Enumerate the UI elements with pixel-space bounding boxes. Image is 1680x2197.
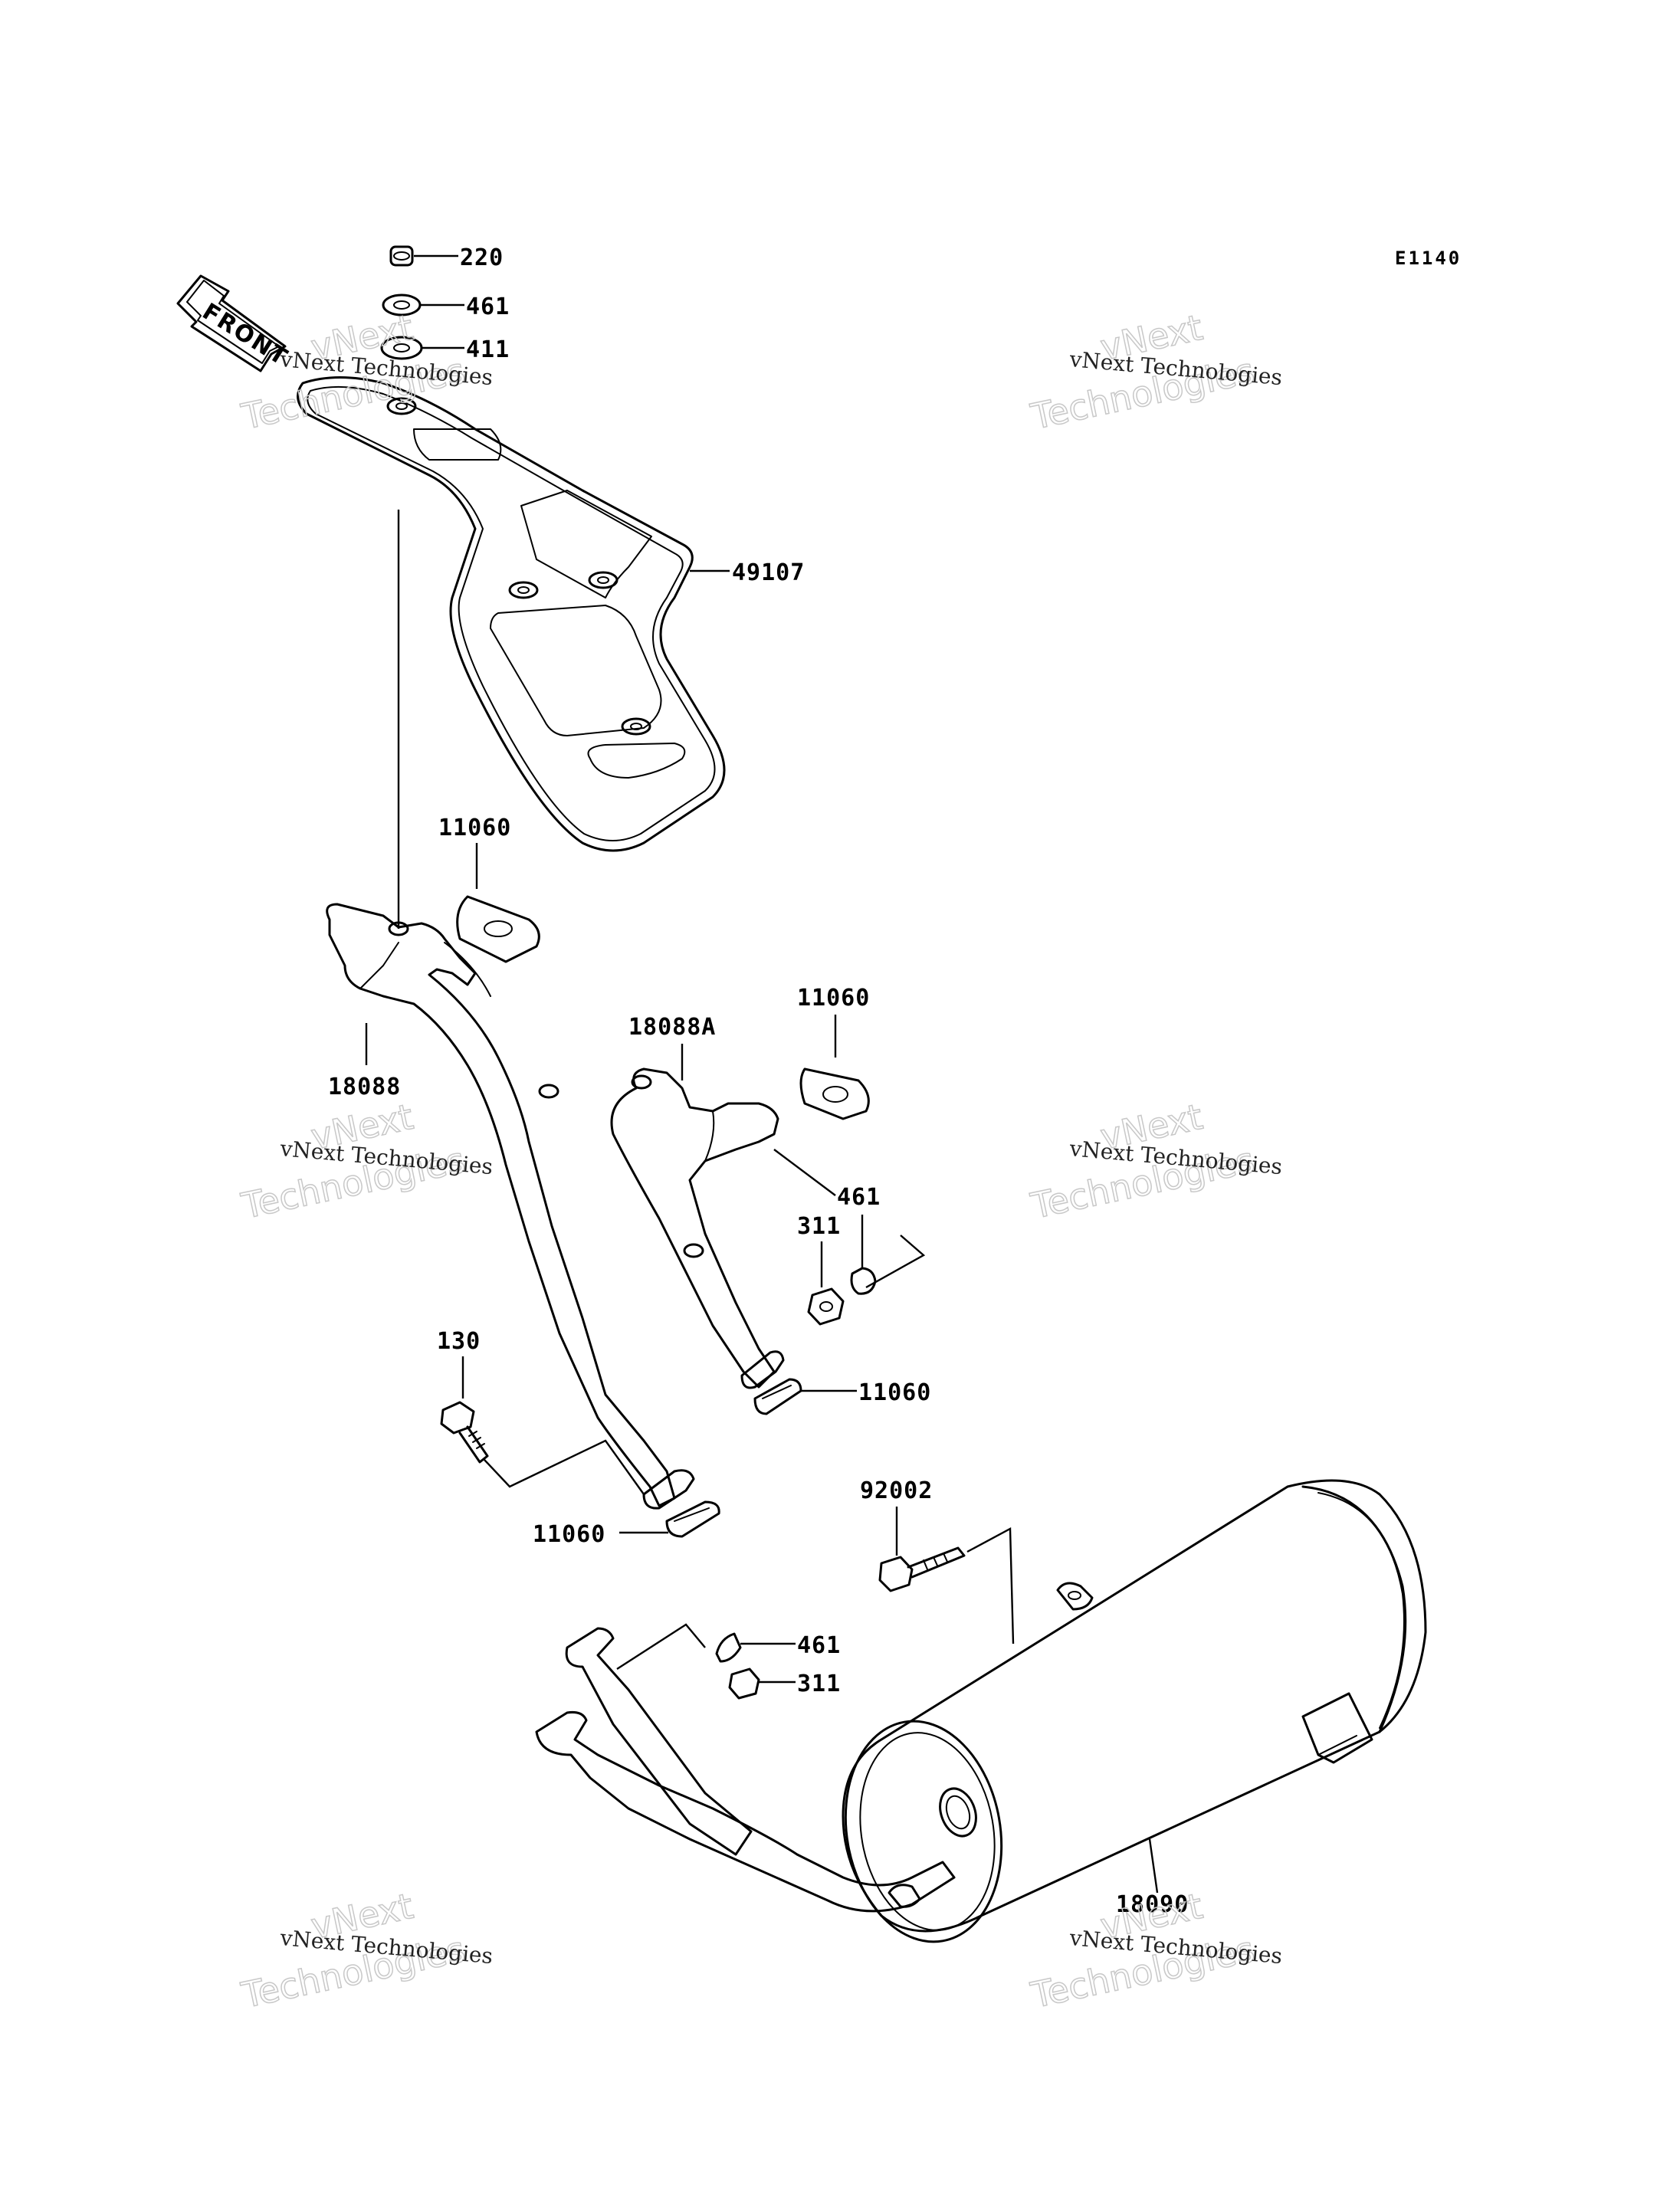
leader-flange-link [616, 1623, 706, 1671]
screw-220-icon [389, 245, 414, 267]
nut-311-low-icon [728, 1667, 760, 1700]
watermark-bottom-left: vNext Technologies vNext Technologies [237, 1884, 494, 2016]
lock-washer-461-low-icon [715, 1632, 742, 1663]
callout-18090: 18090 [1116, 1891, 1189, 1918]
gasket-11060-d-icon [665, 1500, 720, 1538]
leader-92002-link [966, 1527, 1015, 1644]
watermark-mid-left: vNext Technologies vNext Technologies [237, 1095, 494, 1227]
leader-461-mid [773, 1149, 836, 1196]
callout-461-mid: 461 [837, 1184, 881, 1211]
diagram-code: E1140 [1395, 248, 1462, 269]
leader-461-311-link [865, 1235, 926, 1289]
callout-11060-a: 11060 [438, 815, 511, 841]
callout-92002: 92002 [860, 1477, 933, 1504]
callout-311-mid: 311 [797, 1213, 841, 1240]
callout-11060-c: 11060 [858, 1379, 931, 1406]
callout-220: 220 [460, 244, 504, 271]
leader-130-link [484, 1439, 645, 1495]
muffler-18090 [535, 1479, 1427, 1943]
callout-130: 130 [437, 1328, 481, 1355]
callout-49107: 49107 [732, 559, 805, 586]
gasket-11060-a-icon [456, 895, 540, 963]
watermark-mid-right: vNext Technologies vNext Technologies [1026, 1095, 1283, 1227]
watermark-bottom-right: vNext Technologies vNext Technologies [1026, 1884, 1283, 2016]
bolt-92002-icon [878, 1546, 966, 1592]
gasket-11060-b-icon [799, 1067, 870, 1120]
callout-411: 411 [466, 336, 510, 363]
callout-461-top: 461 [466, 293, 510, 320]
callout-11060-b: 11060 [797, 985, 870, 1012]
callout-461-low: 461 [797, 1632, 841, 1659]
callout-18088: 18088 [328, 1074, 401, 1100]
exhaust-pipe-18088 [326, 903, 695, 1510]
callout-11060-d: 11060 [533, 1521, 605, 1548]
callout-18088A: 18088A [628, 1014, 716, 1041]
watermark-top-right: vNext Technologies vNext Technologies [1026, 306, 1283, 438]
heat-cover-49107 [297, 376, 726, 852]
leader-18090 [1148, 1838, 1159, 1894]
lock-washer-461-mid-icon [850, 1267, 877, 1295]
bolt-130-icon [440, 1401, 489, 1464]
nut-311-mid-icon [807, 1287, 845, 1326]
callout-311-low: 311 [797, 1671, 841, 1697]
exhaust-pipe-18088A [610, 1067, 785, 1389]
front-arrow-icon: FRONT [176, 274, 293, 372]
